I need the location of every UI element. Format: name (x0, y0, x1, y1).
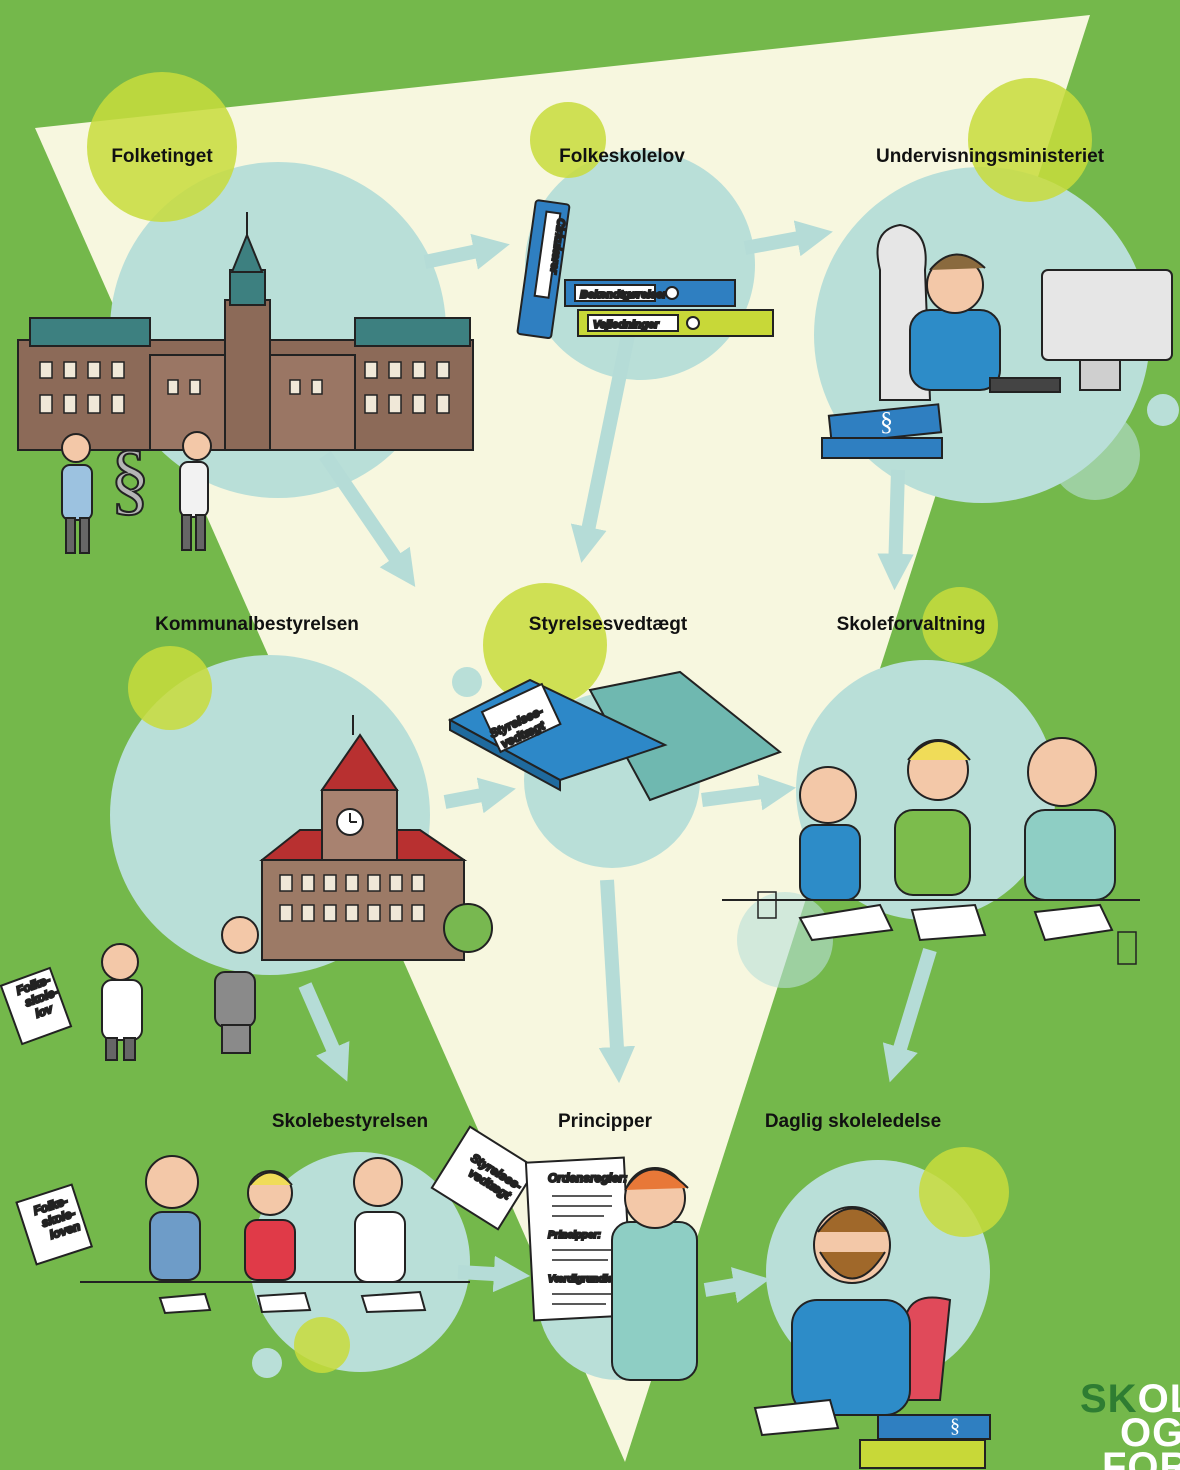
binder-label-vejledninger: Vejledninger (593, 319, 659, 331)
accent-styrelses (483, 583, 607, 707)
small-bubble (452, 667, 482, 697)
arrow-ministeriet-to-forvaltning (877, 469, 914, 591)
law-binders-illustration: Cirkulærer Bekendtgørelser Vejledninger (516, 199, 774, 340)
accent-folketinget (87, 72, 237, 222)
principles-poster-illustration: Ordensregler: Principper: Værdigrundlag: (524, 1156, 698, 1381)
arrow-styrelses-to-principper (598, 879, 636, 1084)
paragraph-book-icon: § (880, 407, 893, 436)
label-undervisningsministeriet: Undervisningsministeriet (875, 146, 1105, 167)
label-skolebestyrelsen: Skolebestyrelsen (271, 1111, 429, 1132)
label-skoleforvaltning: Skoleforvaltning (836, 614, 986, 635)
accent-skoleledelse (919, 1147, 1009, 1237)
binder-label-bekendtgoerelser: Bekendtgørelser (580, 289, 668, 301)
label-kommunalbestyrelsen: Kommunalbestyrelsen (155, 614, 359, 635)
label-styrelsesvedtaegt: Styrelsesvedtægt (528, 614, 688, 635)
mayor-handshake-illustration: Folke- skole- lov (0, 916, 259, 1061)
accent-skolebestyrelsen (294, 1317, 350, 1373)
statutes-books-illustration: Styrelses- vedtægt (447, 670, 783, 802)
accent-kommunal (128, 646, 212, 730)
logo-line-1: SKOLE (1080, 1377, 1180, 1421)
poster-ordensregler: Ordensregler: (548, 1171, 627, 1185)
small-bubble (252, 1348, 282, 1378)
label-daglig-skoleledelse: Daglig skoleledelse (764, 1111, 942, 1132)
school-leader-illustration: § (753, 1206, 991, 1469)
skole-og-foraeldre-logo: SKOLE OG FOR (1080, 1377, 1180, 1470)
poster-principper: Principper: (548, 1230, 601, 1241)
arrow-lov-to-ministeriet (743, 220, 833, 257)
label-folketinget: Folketinget (111, 146, 213, 167)
accent-skoleforvaltning (922, 587, 998, 663)
arrow-forvaltning-to-skoleledelse (882, 947, 937, 1083)
ministry-worker-illustration: § (821, 223, 1173, 459)
arrow-folketinget-to-lov (423, 233, 510, 270)
accent-folkeskolelov (530, 102, 606, 178)
accent-ministeriet (968, 78, 1092, 202)
town-hall-illustration (259, 715, 493, 961)
arrow-kommunal-to-skolebestyrelsen (298, 982, 350, 1082)
small-bubble (1050, 410, 1140, 500)
politicians-handshake-illustration: § (61, 431, 212, 554)
arrow-principper-to-skoleledelse (703, 1267, 770, 1303)
arrow-skolebestyrelsen-to-principper (457, 1255, 531, 1293)
small-bubble (1147, 394, 1179, 426)
sign-folkeskolelov: Folke- skole- lov (14, 970, 68, 1024)
school-board-meeting-illustration: Folke- skole- loven Styrelses- vedtægt (15, 1125, 538, 1315)
arrow-kommunal-to-styrelses (443, 777, 516, 814)
arrow-folketinget-to-kommunal (319, 451, 416, 588)
arrow-styrelses-to-forvaltning (701, 774, 797, 811)
arrow-lov-to-styrelses (570, 333, 635, 563)
paragraph-sculpture: § (110, 435, 150, 523)
logo-line-3: FOR (1102, 1445, 1180, 1470)
flow-arrows (298, 220, 937, 1303)
parliament-building-illustration (17, 212, 474, 451)
paragraph-binder-icon: § (950, 1415, 960, 1437)
label-principper: Principper (558, 1111, 652, 1132)
logo-line-2: OG (1120, 1411, 1180, 1455)
accent-circles (87, 72, 1092, 1373)
label-folkeskolelov: Folkeskolelov (559, 146, 685, 167)
administration-meeting-illustration (722, 737, 1140, 965)
poster-vaerdigrundlag: Værdigrundlag: (548, 1274, 622, 1285)
